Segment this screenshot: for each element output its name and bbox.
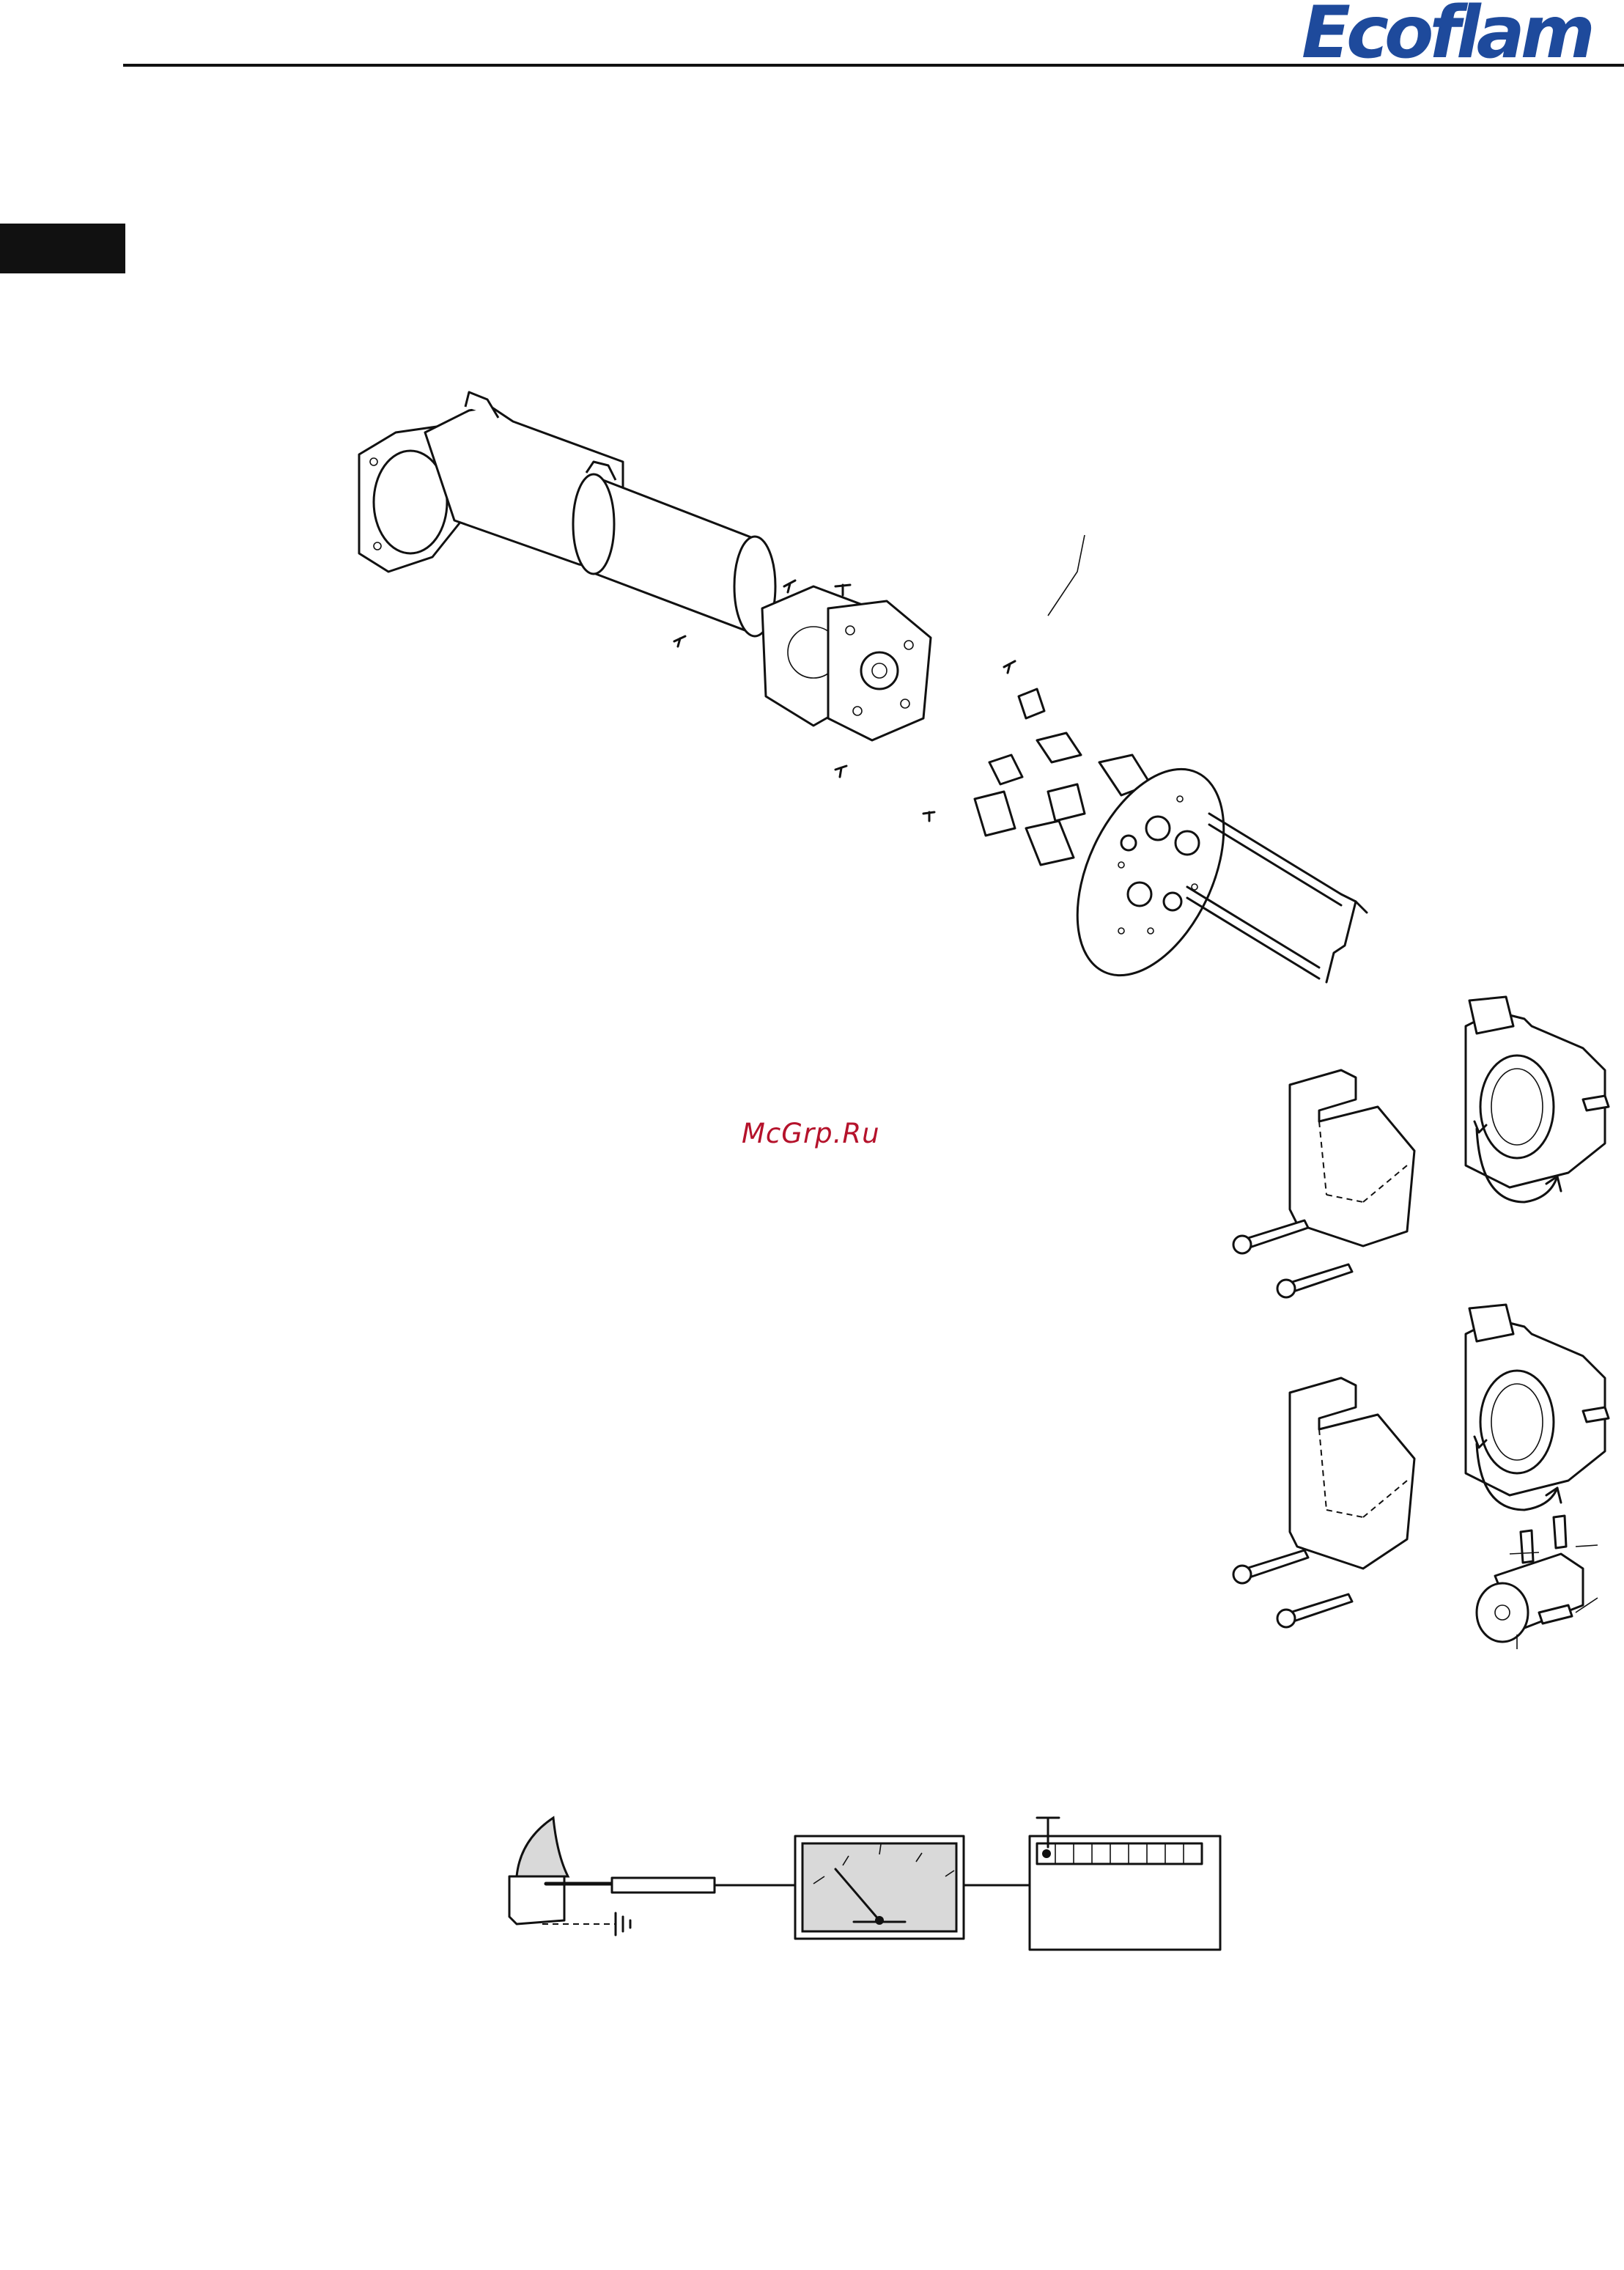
pump-cover-rotation [1217,982,1612,1305]
fuel-pump [1466,1305,1609,1495]
ionisation-current-measurement [498,1803,1253,1964]
leader-line [1048,535,1085,616]
pump-cover [1290,1378,1414,1569]
solenoid-valve-block [1477,1516,1598,1649]
control-box [1030,1818,1220,1950]
nozzle-holder-housing [762,586,931,740]
diffuser-disc [1048,746,1254,998]
microammeter-icon [795,1836,964,1939]
language-tab-marker [0,224,125,273]
flame-probe [612,1878,715,1893]
fuel-pump [1466,997,1609,1187]
ecoflam-logo: Ecoflam [1302,0,1624,66]
pump-cover-rotation-with-valve [1217,1290,1612,1657]
blast-tube-cylinder [573,474,775,636]
watermark-text: McGrp.Ru [742,1118,918,1154]
pump-cover [1290,1070,1414,1246]
flame-icon [509,1818,616,1924]
header-rule [123,64,1624,67]
burner-head-exploded-view [344,388,1385,990]
ground-icon [616,1913,630,1935]
screw-icon [1233,1550,1352,1627]
